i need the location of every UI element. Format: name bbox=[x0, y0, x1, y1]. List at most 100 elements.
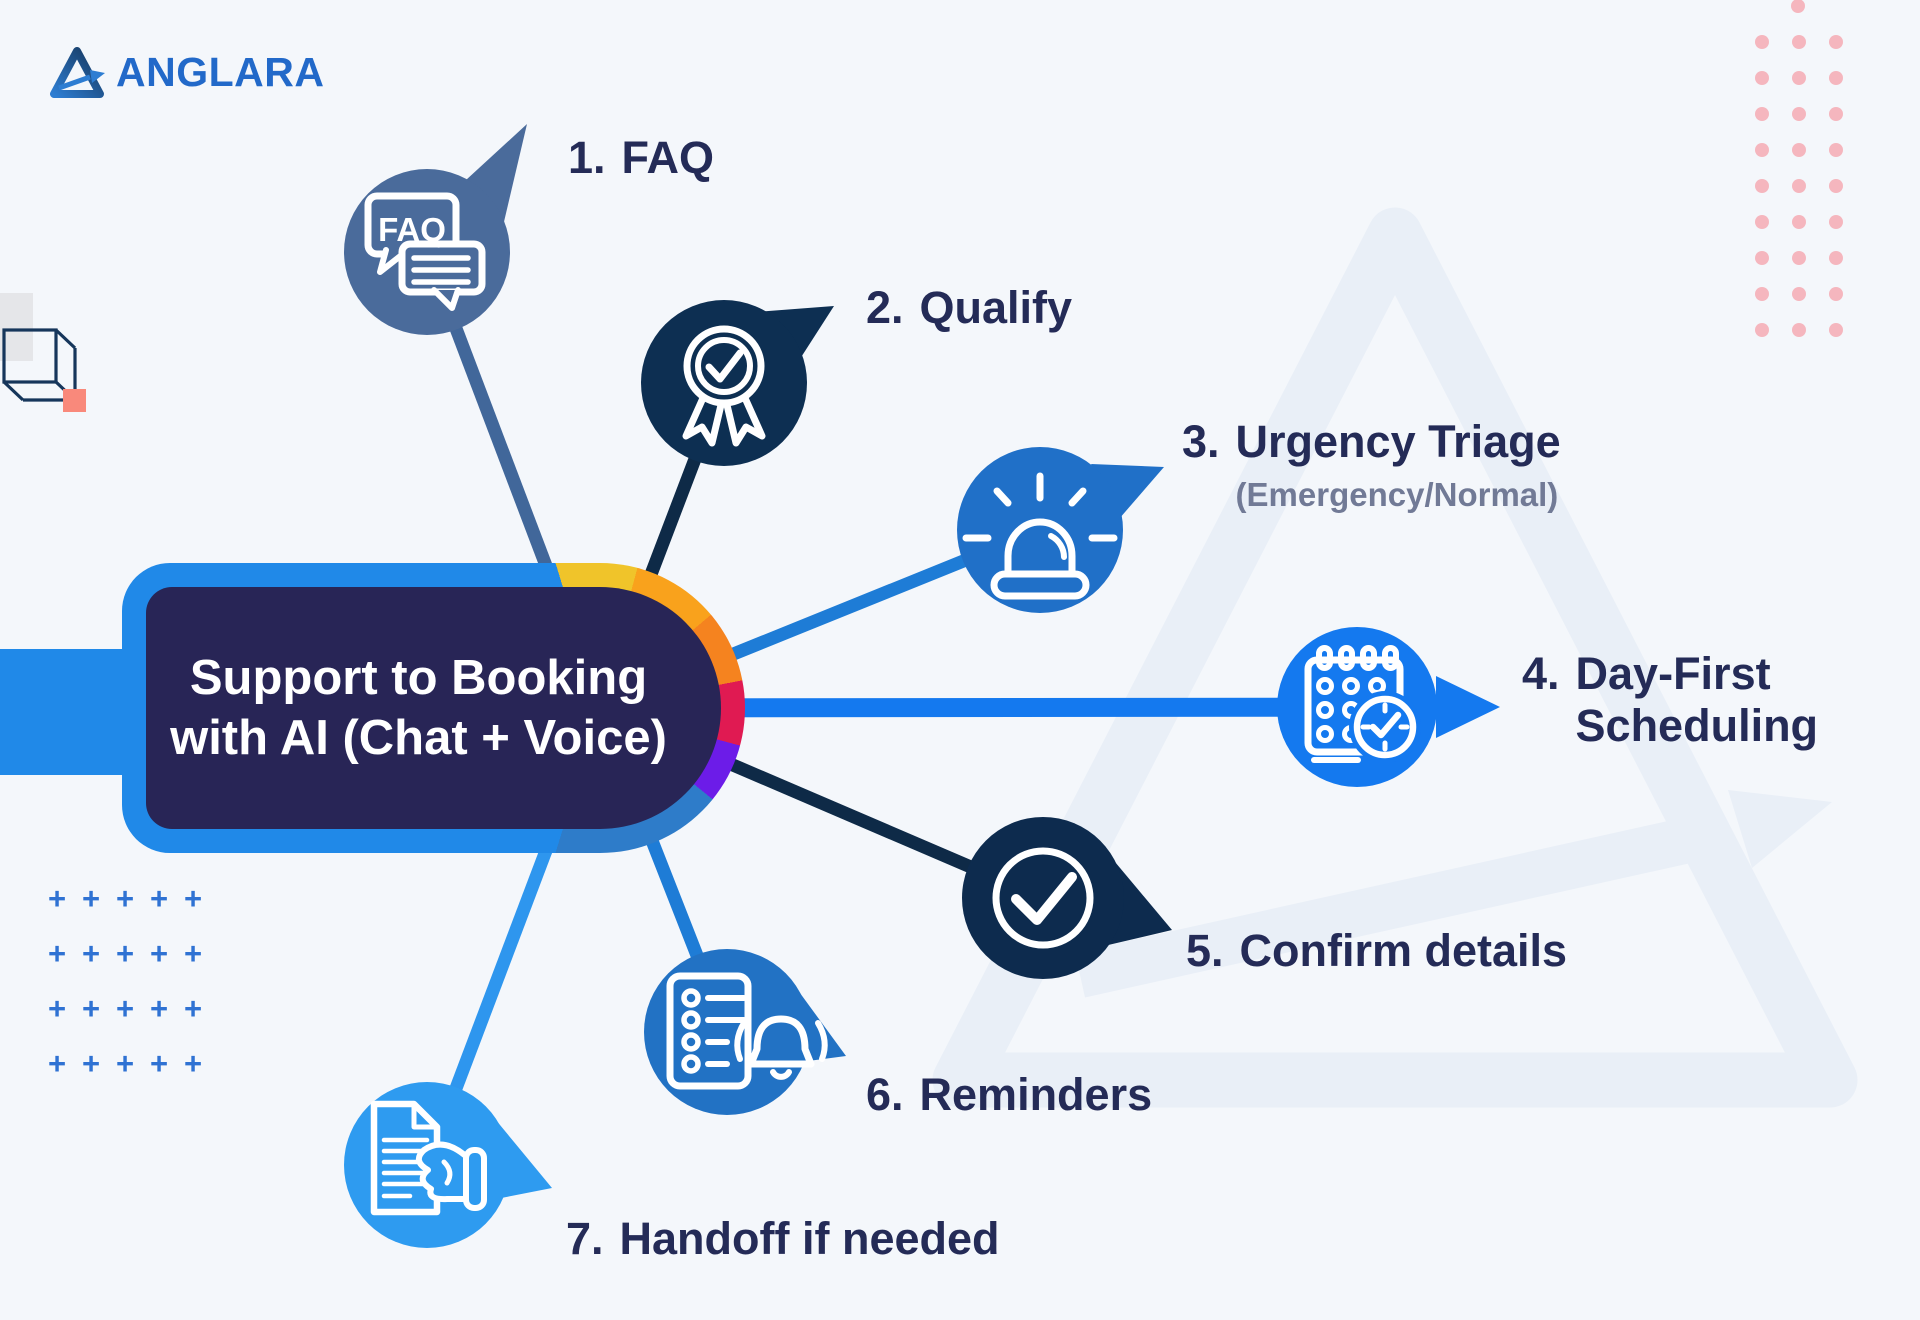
faq-icon-text: FAQ bbox=[378, 211, 446, 248]
step-node-handoff bbox=[344, 1082, 552, 1248]
brand-name: ANGLARA bbox=[116, 48, 325, 95]
plus-glyph: + bbox=[115, 1045, 135, 1081]
award-badge-icon bbox=[682, 325, 766, 447]
dot bbox=[1791, 323, 1806, 337]
plus-glyph: + bbox=[183, 935, 203, 971]
arrow-tail bbox=[1436, 676, 1500, 738]
dot bbox=[1754, 143, 1769, 157]
plus-glyph: + bbox=[115, 990, 135, 1026]
plus-glyph: + bbox=[47, 880, 67, 916]
plus-glyph: + bbox=[183, 990, 203, 1026]
dot bbox=[1828, 35, 1843, 49]
faq-chat-bubbles-icon: FAQ bbox=[364, 192, 486, 311]
step-label-4: 4. Day-First Scheduling bbox=[1522, 648, 1818, 752]
step-text: Urgency Triage bbox=[1235, 416, 1561, 467]
watermark-triangle bbox=[932, 207, 1858, 1108]
dot bbox=[1828, 143, 1843, 157]
dot bbox=[1828, 215, 1843, 229]
plus-glyph: + bbox=[47, 935, 67, 971]
dot bbox=[1791, 143, 1806, 157]
dot bbox=[1828, 107, 1843, 121]
dot bbox=[1828, 323, 1843, 337]
step-text: FAQ bbox=[621, 132, 715, 183]
document-handoff-icon bbox=[370, 1100, 487, 1216]
step-label-5: 5. Confirm details bbox=[1186, 925, 1567, 977]
plus-glyph: + bbox=[149, 880, 169, 916]
plus-glyph: + bbox=[81, 1045, 101, 1081]
plus-glyph: + bbox=[47, 990, 67, 1026]
step-text-line2: Scheduling bbox=[1575, 699, 1819, 751]
dot bbox=[1791, 215, 1806, 229]
step-label-3: 3. Urgency Triage (Emergency/Normal) bbox=[1182, 416, 1561, 514]
dot bbox=[1828, 179, 1843, 193]
pill-title-line1: Support to Booking bbox=[189, 651, 648, 705]
step-node-day-first bbox=[1277, 627, 1500, 787]
step-text: Reminders bbox=[919, 1069, 1153, 1120]
dot bbox=[1754, 35, 1769, 49]
dot bbox=[1754, 107, 1769, 121]
central-pill-body: Support to Booking with AI (Chat + Voice… bbox=[146, 587, 721, 829]
dot bbox=[1791, 71, 1806, 85]
plus-glyph: + bbox=[183, 880, 203, 916]
dot bbox=[1754, 71, 1769, 85]
plus-glyph: + bbox=[81, 935, 101, 971]
brand-logo: ANGLARA bbox=[48, 46, 324, 98]
step-node-urgency bbox=[957, 447, 1164, 613]
dot bbox=[1754, 251, 1769, 265]
step-text: Confirm details bbox=[1239, 925, 1568, 976]
cube-decoration bbox=[0, 293, 86, 412]
step-number: 5. bbox=[1186, 925, 1224, 976]
plus-glyph: + bbox=[183, 1045, 203, 1081]
dot bbox=[1754, 179, 1769, 193]
plus-glyph: + bbox=[81, 990, 101, 1026]
dot bbox=[1791, 107, 1806, 121]
step-node-faq: FAQ bbox=[344, 124, 527, 335]
dot bbox=[1791, 35, 1806, 49]
step-node-qualify bbox=[641, 300, 834, 466]
dot bbox=[1791, 287, 1806, 301]
step-number: 4. bbox=[1522, 648, 1560, 699]
step-number: 2. bbox=[866, 282, 904, 333]
step-label-6: 6. Reminders bbox=[866, 1069, 1152, 1121]
dot bbox=[1828, 251, 1843, 265]
plus-glyph: + bbox=[149, 935, 169, 971]
side-bar bbox=[0, 649, 142, 775]
dot-grid bbox=[1743, 24, 1854, 348]
checklist-bell-icon bbox=[666, 972, 828, 1090]
dot bbox=[1791, 179, 1806, 193]
calendar-clock-icon bbox=[1304, 645, 1421, 763]
dot bbox=[1754, 323, 1769, 337]
step-number: 6. bbox=[866, 1069, 904, 1120]
brand-triangle-icon bbox=[50, 47, 105, 98]
plus-glyph: + bbox=[149, 990, 169, 1026]
step-number: 3. bbox=[1182, 416, 1220, 467]
step-text: Day-First bbox=[1575, 648, 1771, 699]
salmon-square bbox=[63, 389, 86, 412]
plus-glyph: + bbox=[115, 935, 135, 971]
dot-extra bbox=[1791, 0, 1805, 13]
plus-glyph: + bbox=[81, 880, 101, 916]
dot bbox=[1791, 251, 1806, 265]
step-number: 7. bbox=[566, 1213, 604, 1264]
step-label-1: 1. FAQ bbox=[568, 132, 714, 184]
pill-title-line2: with AI (Chat + Voice) bbox=[170, 711, 667, 765]
dot bbox=[1828, 71, 1843, 85]
step-subtext: (Emergency/Normal) bbox=[1235, 475, 1559, 513]
emergency-siren-icon bbox=[962, 472, 1118, 600]
step-text: Qualify bbox=[919, 282, 1073, 333]
step-text: Handoff if needed bbox=[619, 1213, 1000, 1264]
step-label-7: 7. Handoff if needed bbox=[566, 1213, 1000, 1265]
plus-glyph: + bbox=[47, 1045, 67, 1081]
plus-grid: ++++++++++++++++++++ bbox=[40, 871, 210, 1091]
check-circle-icon bbox=[992, 847, 1094, 949]
plus-glyph: + bbox=[115, 880, 135, 916]
step-label-2: 2. Qualify bbox=[866, 282, 1072, 334]
dot bbox=[1754, 287, 1769, 301]
central-pill: Support to Booking with AI (Chat + Voice… bbox=[122, 563, 745, 853]
step-number: 1. bbox=[568, 132, 606, 183]
step-node-reminders bbox=[644, 949, 846, 1115]
dot bbox=[1754, 215, 1769, 229]
step-node-confirm bbox=[962, 817, 1172, 979]
